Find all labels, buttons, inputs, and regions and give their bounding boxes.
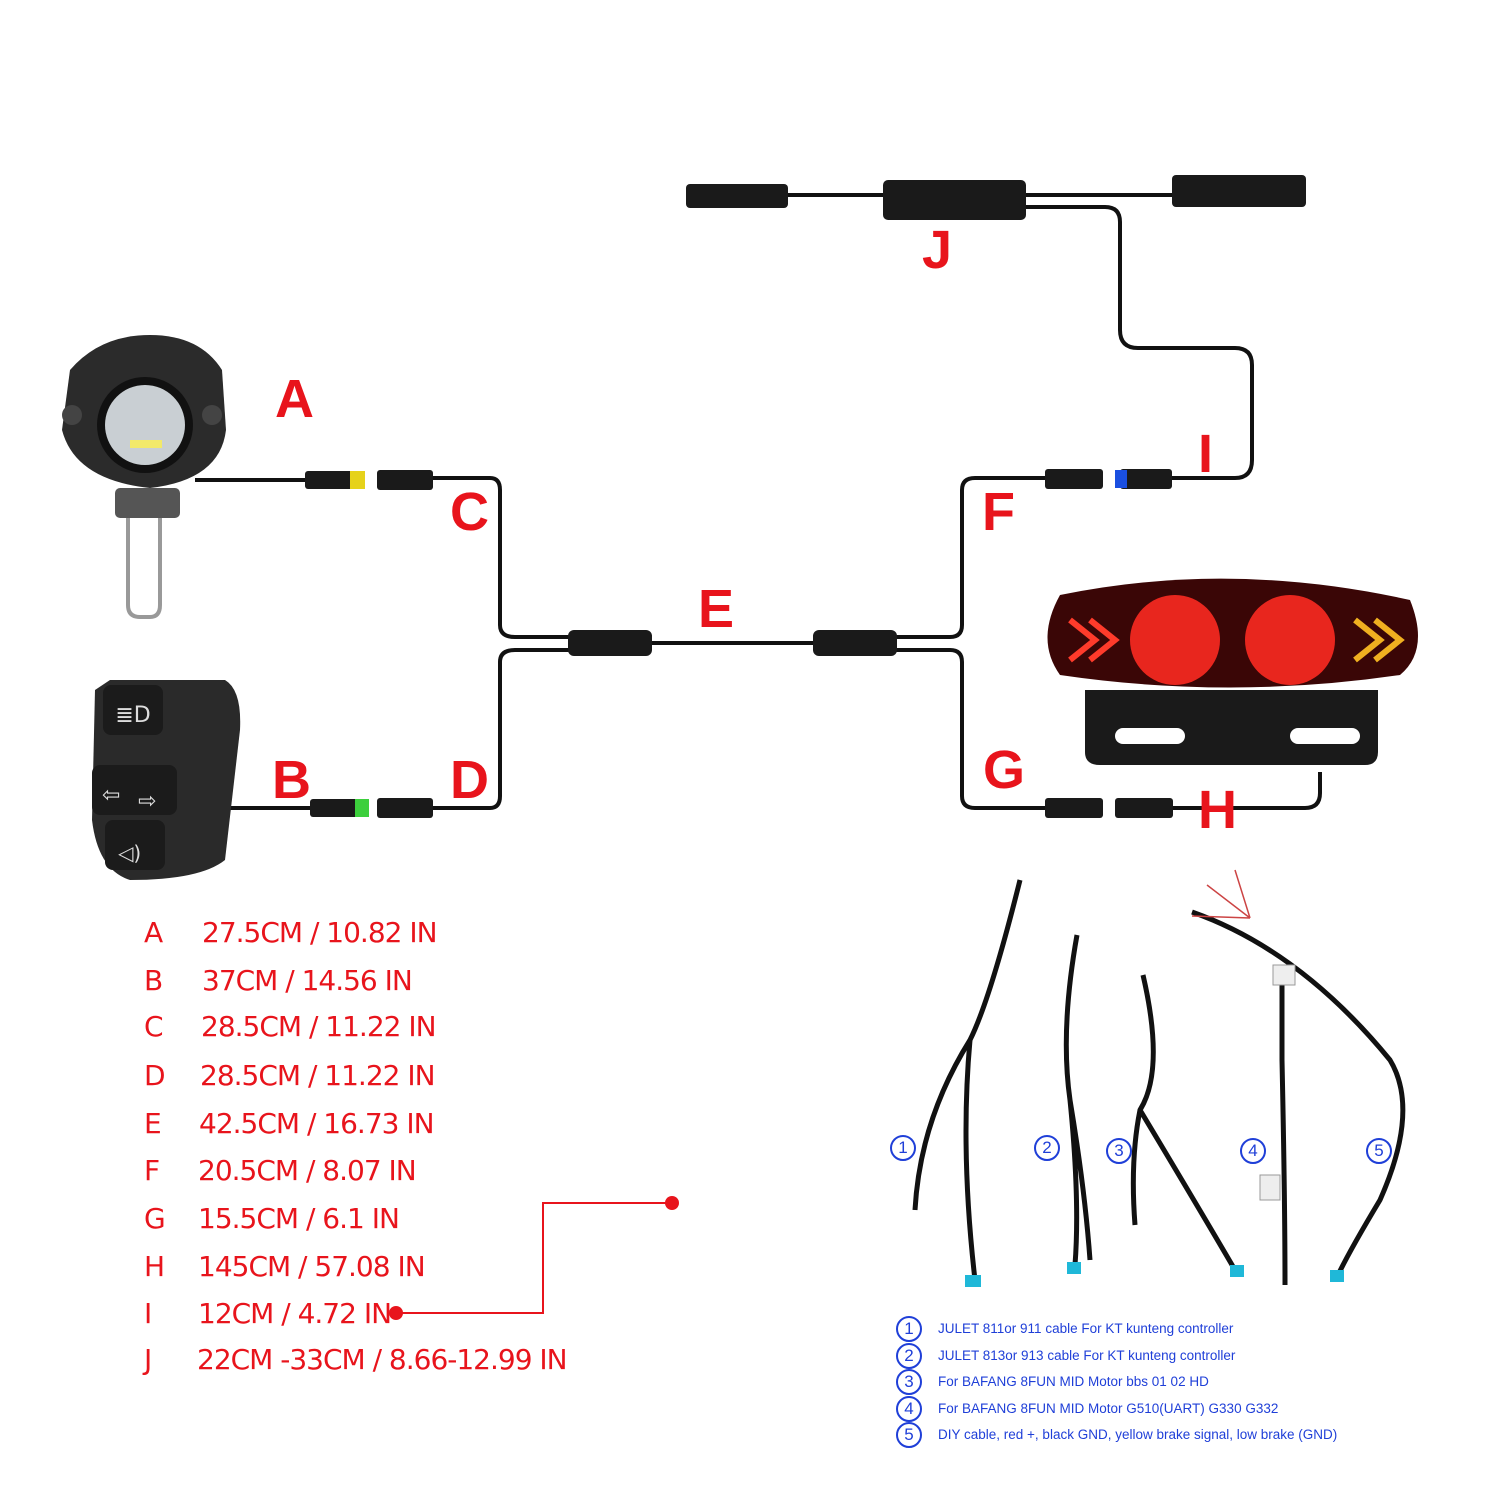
adapter-cables-image xyxy=(912,879,1406,1286)
connector-h xyxy=(1115,798,1173,818)
callout-line xyxy=(396,1202,672,1314)
label-b: B xyxy=(272,750,311,810)
spec-key: F xyxy=(144,1154,160,1187)
spec-key: A xyxy=(144,916,163,949)
spec-key: E xyxy=(144,1107,162,1140)
spec-value: 28.5CM / 11.22 IN xyxy=(201,1010,437,1043)
spec-value: 42.5CM / 16.73 IN xyxy=(199,1107,435,1140)
cyan-connector-tips xyxy=(965,1262,1344,1287)
legend-number: 1 xyxy=(896,1316,922,1342)
headlight-image xyxy=(62,335,226,619)
connector-g xyxy=(1045,798,1103,818)
label-f: F xyxy=(982,482,1015,542)
svg-text:⇦: ⇦ xyxy=(102,783,120,808)
cable-f xyxy=(890,476,1050,639)
label-c: C xyxy=(450,482,489,542)
legend-number: 2 xyxy=(896,1343,922,1369)
spec-value: 145CM / 57.08 IN xyxy=(198,1250,426,1283)
legend-number: 4 xyxy=(896,1396,922,1422)
connector-a-yellow xyxy=(305,471,355,489)
spec-value: 12CM / 4.72 IN xyxy=(198,1297,392,1330)
spec-key: G xyxy=(144,1202,166,1235)
splitter-j xyxy=(883,180,1026,220)
cable-d xyxy=(430,648,575,810)
label-j: J xyxy=(922,220,953,280)
spec-key: H xyxy=(144,1250,165,1283)
spec-value: 15.5CM / 6.1 IN xyxy=(198,1202,400,1235)
cable-i xyxy=(1025,205,1254,480)
legend-text: For BAFANG 8FUN MID Motor G510(UART) G33… xyxy=(938,1401,1279,1416)
spec-key: I xyxy=(144,1297,152,1330)
cable-number-2: 2 xyxy=(1034,1135,1060,1161)
label-i: I xyxy=(1198,424,1214,484)
splitter-right xyxy=(813,630,897,656)
legend-number: 5 xyxy=(896,1422,922,1448)
cable-number-3: 3 xyxy=(1106,1138,1132,1164)
legend-text: DIY cable, red +, black GND, yellow brak… xyxy=(938,1427,1338,1442)
label-d: D xyxy=(450,750,489,810)
spec-key: J xyxy=(144,1343,152,1376)
label-a: A xyxy=(275,369,314,429)
switch-image: ≣D ⇦ ⇨ ◁) xyxy=(92,680,241,880)
splitter-left xyxy=(568,630,652,656)
spec-value: 37CM / 14.56 IN xyxy=(202,964,413,997)
legend-text: JULET 811or 911 cable For KT kunteng con… xyxy=(938,1321,1234,1336)
label-g: G xyxy=(983,740,1026,800)
legend-text: JULET 813or 913 cable For KT kunteng con… xyxy=(938,1348,1236,1363)
cable-number-1: 1 xyxy=(890,1135,916,1161)
spec-value: 20.5CM / 8.07 IN xyxy=(198,1154,417,1187)
spec-value: 28.5CM / 11.22 IN xyxy=(200,1059,436,1092)
cable-number-5: 5 xyxy=(1366,1138,1392,1164)
spec-value: 27.5CM / 10.82 IN xyxy=(202,916,438,949)
connector-j-right xyxy=(1172,175,1306,207)
spec-key: C xyxy=(144,1010,164,1043)
cable-number-4: 4 xyxy=(1240,1138,1266,1164)
connector-i-blue xyxy=(1120,469,1172,489)
svg-text:⇨: ⇨ xyxy=(138,789,156,814)
spec-value: 22CM -33CM / 8.66-12.99 IN xyxy=(197,1343,568,1376)
label-e: E xyxy=(698,579,735,639)
connector-j-left xyxy=(686,184,788,208)
spec-key: B xyxy=(144,964,163,997)
legend-number: 3 xyxy=(896,1369,922,1395)
connector-b-green xyxy=(310,799,358,817)
connector-c xyxy=(377,470,433,490)
label-h: H xyxy=(1198,780,1237,840)
connector-d xyxy=(377,798,433,818)
taillight-image xyxy=(1047,578,1418,765)
cable-c xyxy=(430,476,575,639)
cable-g xyxy=(890,648,1050,810)
spec-key: D xyxy=(144,1059,166,1092)
svg-text:≣D: ≣D xyxy=(115,703,150,728)
cable-h xyxy=(1170,772,1322,810)
legend-text: For BAFANG 8FUN MID Motor bbs 01 02 HD xyxy=(938,1374,1209,1389)
connector-f xyxy=(1045,469,1103,489)
svg-text:◁): ◁) xyxy=(117,841,141,865)
